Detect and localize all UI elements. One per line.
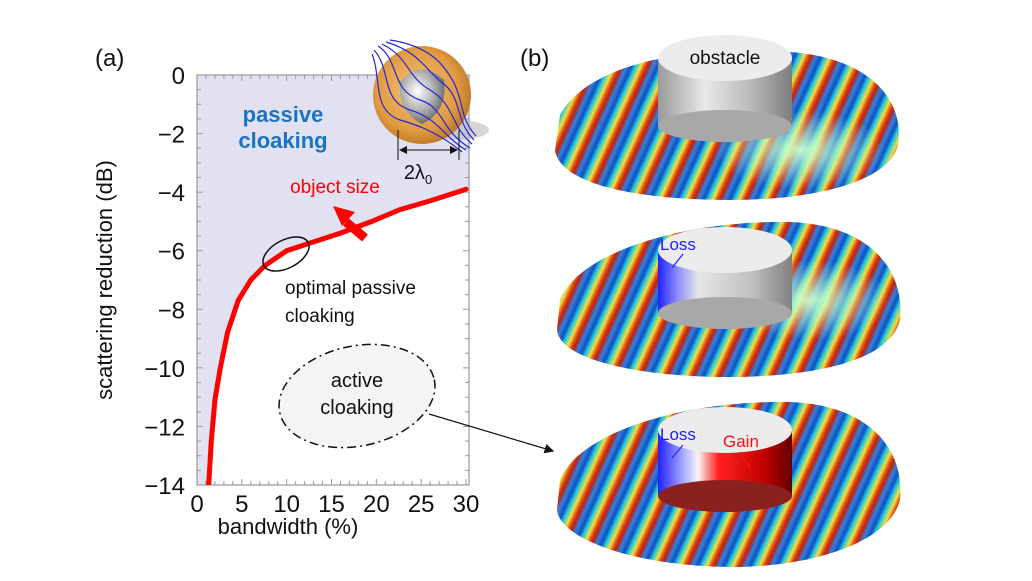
y-tick-label: −14	[144, 473, 185, 500]
optimal-passive-label-line2: cloaking	[285, 306, 355, 327]
object-size-label: object size	[290, 177, 380, 198]
loss-cylinder-top	[658, 227, 792, 273]
scale-bar-label: 2λ0	[404, 162, 432, 187]
loss-pointer	[671, 253, 684, 269]
plot-frame	[196, 74, 470, 486]
loss-gain-cylinder-bottom	[658, 480, 792, 512]
x-tick-label: 0	[190, 491, 203, 518]
y-tick-label: −12	[144, 414, 185, 441]
y-tick-label: −6	[158, 239, 185, 266]
x-tick-label: 5	[235, 491, 248, 518]
y-axis-label: scattering reduction (dB)	[92, 160, 117, 400]
scale-bar	[397, 130, 460, 160]
series-line-optimal-passive	[206, 186, 469, 485]
y-tick-labels: 0 −2 −4 −6 −8 −10 −12 −14	[144, 63, 185, 500]
gain-pointer	[739, 451, 751, 469]
active-cloaking-label-line1: active	[331, 370, 383, 392]
y-tick-label: −2	[158, 122, 185, 149]
loss-gain-cylinder-top	[658, 407, 792, 453]
x-tick-label: 20	[363, 491, 390, 518]
loss-pointer	[671, 444, 684, 459]
x-axis-label: bandwidth (%)	[218, 514, 359, 539]
obstacle-label: obstacle	[690, 48, 761, 69]
x-tick-labels: 0 5 10 15 20 25 30	[190, 491, 479, 518]
obstacle-cylinder-bottom	[658, 110, 792, 142]
optimal-point-ellipse	[262, 236, 310, 272]
passive-cloaking-label-line2: cloaking	[238, 128, 327, 153]
panel-a-label: (a)	[95, 45, 125, 72]
loss-cylinder-bottom	[658, 297, 792, 329]
y-tick-label: −10	[144, 356, 185, 383]
cloak-sphere-inset: 2λ0	[371, 39, 489, 187]
x-tick-label: 10	[273, 491, 300, 518]
field-lines	[371, 39, 477, 153]
passive-cloaking-label-line1: passive	[243, 102, 324, 127]
x-tick-label: 30	[453, 491, 480, 518]
object-size-arrow	[333, 206, 368, 242]
x-tick-label: 25	[408, 491, 435, 518]
active-cloaking-label-line2: cloaking	[320, 397, 393, 419]
y-tick-label: 0	[172, 63, 185, 90]
y-tick-label: −8	[158, 297, 185, 324]
active-to-scene-arrow	[428, 413, 555, 454]
scene-loss: Loss	[557, 221, 901, 378]
panel-b-label: (b)	[520, 45, 550, 72]
loss-label: Loss	[660, 235, 696, 254]
passive-region-shading	[197, 75, 469, 485]
obstacle-cylinder-top	[658, 35, 792, 81]
x-tick-label: 15	[318, 491, 345, 518]
active-cloaking-ellipse	[278, 343, 436, 449]
scene-obstacle: obstacle	[555, 35, 899, 200]
optimal-passive-label-line1: optimal passive	[285, 278, 416, 299]
loss-label: Loss	[660, 425, 696, 444]
gain-label: Gain	[723, 432, 759, 451]
y-tick-label: −4	[158, 180, 185, 207]
scene-loss-gain: Loss Gain	[557, 401, 901, 568]
